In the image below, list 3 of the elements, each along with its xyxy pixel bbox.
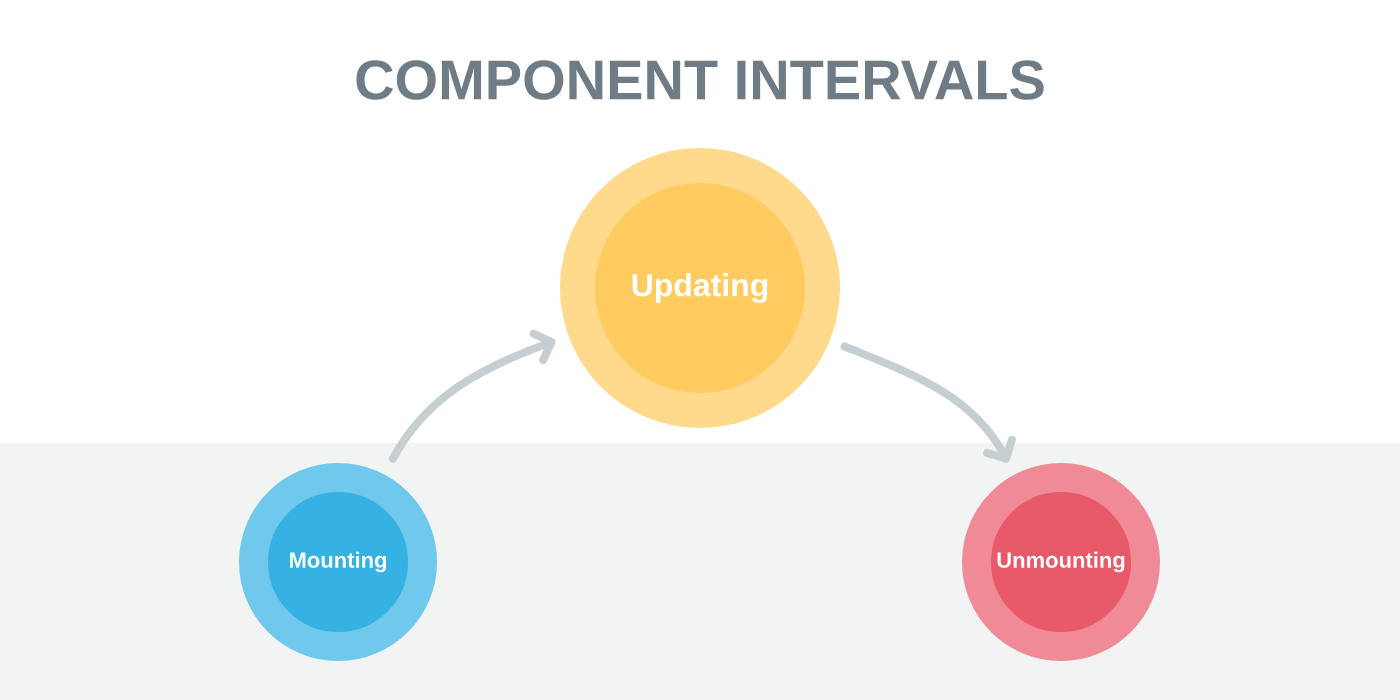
title: COMPONENT INTERVALS: [356, 60, 1044, 100]
arrow: [840, 342, 1016, 463]
arrow: [388, 329, 556, 463]
